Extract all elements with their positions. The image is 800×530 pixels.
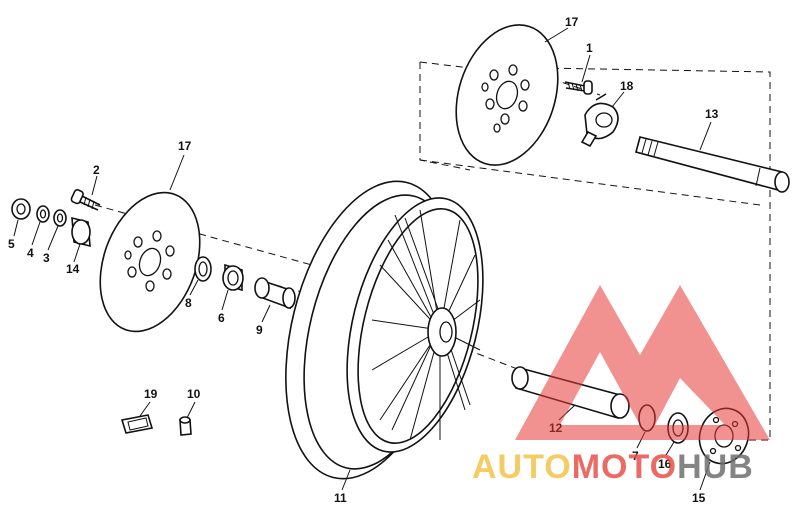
axle — [635, 136, 790, 193]
callout-11: 11 — [334, 491, 347, 505]
brake-disc-lower — [99, 191, 201, 333]
callout-9: 9 — [256, 323, 263, 337]
watermark-hub: HUB — [677, 448, 754, 486]
callout-16: 16 — [658, 457, 672, 471]
spacer-tube — [254, 277, 296, 310]
callout-2: 2 — [93, 163, 100, 177]
watermark-moto: MOTO — [572, 448, 677, 486]
callout-17b: 17 — [178, 139, 192, 153]
callout-18: 18 — [620, 79, 634, 93]
callout-8: 8 — [185, 296, 192, 310]
speedometer-drive — [580, 93, 619, 148]
callout-17a: 17 — [565, 15, 579, 29]
oil-seal — [194, 256, 212, 282]
callout-5: 5 — [8, 237, 15, 251]
disc-screw — [564, 80, 593, 95]
weight-pad — [120, 414, 154, 434]
callout-7: 7 — [632, 449, 639, 463]
callout-15: 15 — [692, 491, 706, 505]
washer — [53, 209, 67, 227]
callout-13: 13 — [705, 107, 719, 121]
brake-disc-upper — [455, 24, 559, 166]
axle-nut — [11, 198, 31, 220]
watermark-text: AUTOMOTOHUB — [472, 448, 754, 486]
watermark-logo — [515, 285, 770, 440]
callout-1: 1 — [586, 41, 593, 55]
callout-4: 4 — [27, 246, 34, 260]
valve-cap — [179, 416, 192, 436]
spacer-left — [71, 216, 91, 248]
callout-10: 10 — [187, 387, 201, 401]
wheel-bearing-left — [222, 263, 244, 292]
callout-6: 6 — [218, 311, 225, 325]
callout-3: 3 — [43, 251, 50, 265]
watermark-auto: AUTO — [472, 448, 572, 486]
svg-text:AUTOMOTOHUB: AUTOMOTOHUB — [472, 448, 754, 486]
callout-19: 19 — [144, 387, 158, 401]
disc-screw-left — [70, 189, 101, 211]
callout-14: 14 — [66, 262, 80, 276]
cast-wheel — [285, 180, 484, 480]
callout-labels: 17 1 18 13 17 2 5 4 3 14 8 6 9 19 10 11 … — [8, 15, 719, 505]
watermark-triangle-mark — [515, 285, 770, 440]
lock-washer — [36, 205, 50, 223]
